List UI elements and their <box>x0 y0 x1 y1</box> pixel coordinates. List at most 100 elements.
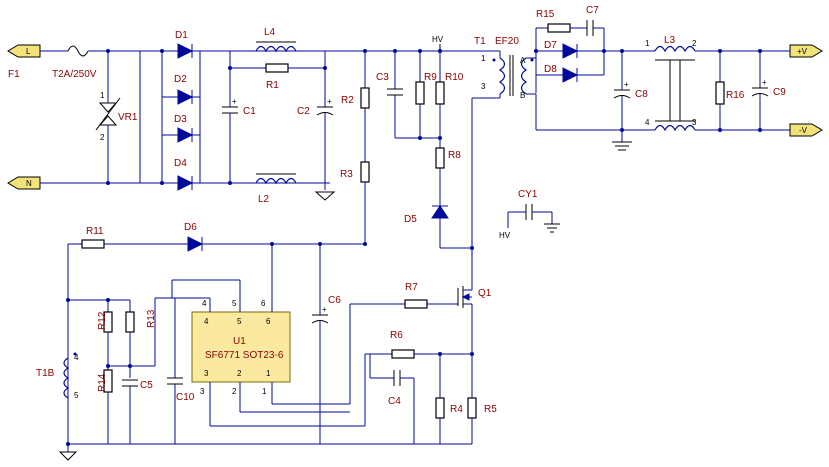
diode-D5 <box>431 205 449 219</box>
resistor-R10 <box>435 81 445 105</box>
svg-text:4: 4 <box>204 317 209 326</box>
svg-text:+: + <box>762 78 767 87</box>
label-C1: C1 <box>243 106 256 117</box>
label-R8: R8 <box>448 150 461 161</box>
svg-text:2: 2 <box>237 369 242 378</box>
svg-text:5: 5 <box>237 317 242 326</box>
svg-text:1: 1 <box>100 91 105 100</box>
transformer-T1B <box>63 357 70 399</box>
label-VR1: VR1 <box>118 112 138 123</box>
label-C6: C6 <box>328 295 341 306</box>
svg-text:A: A <box>520 56 526 65</box>
connector-minus-v: -V <box>789 123 823 137</box>
resistor-R16 <box>715 81 725 105</box>
net-HV-top: HV <box>432 35 444 44</box>
label-fuse-rating: T2A/250V <box>52 69 97 80</box>
svg-text:1: 1 <box>262 387 267 396</box>
svg-text:2: 2 <box>232 387 237 396</box>
diode-D4 <box>177 175 194 191</box>
label-U1-part: SF6771 SOT23-6 <box>205 350 284 361</box>
label-R15: R15 <box>536 9 555 20</box>
label-R2: R2 <box>341 95 354 106</box>
resistor-R4 <box>435 397 445 419</box>
inductor-L3-top <box>654 45 696 53</box>
label-U1: U1 <box>233 336 246 347</box>
svg-text:5: 5 <box>232 299 237 308</box>
label-D6: D6 <box>184 222 197 233</box>
label-R7: R7 <box>405 282 418 293</box>
svg-text:3: 3 <box>692 118 697 127</box>
svg-text:1: 1 <box>481 54 486 63</box>
resistor-R7 <box>404 299 428 309</box>
connector-plus-v: +V <box>789 44 823 58</box>
svg-text:6: 6 <box>261 299 266 308</box>
label-D8: D8 <box>544 64 557 75</box>
svg-text:3: 3 <box>204 369 209 378</box>
label-EF20: EF20 <box>495 36 519 47</box>
resistor-R13 <box>125 311 135 333</box>
resistor-R6 <box>391 349 415 359</box>
inductor-L3-bottom <box>654 124 696 132</box>
svg-text:4: 4 <box>74 353 79 362</box>
label-C5: C5 <box>140 380 153 391</box>
inductor-L2 <box>255 177 297 185</box>
fuse-F1-symbol <box>67 45 89 57</box>
svg-text:+: + <box>322 305 327 314</box>
svg-text:+: + <box>232 97 237 106</box>
svg-text:3: 3 <box>200 387 205 396</box>
label-R16: R16 <box>726 90 745 101</box>
label-R9: R9 <box>424 72 437 83</box>
svg-text:5: 5 <box>74 391 79 400</box>
label-C4: C4 <box>388 396 401 407</box>
label-C2: C2 <box>297 106 310 117</box>
label-C8: C8 <box>635 89 648 100</box>
label-R1: R1 <box>266 80 279 91</box>
svg-text:B: B <box>520 91 525 100</box>
label-C3: C3 <box>376 72 389 83</box>
label-R6: R6 <box>390 330 403 341</box>
svg-text:+: + <box>327 97 332 106</box>
svg-text:3: 3 <box>481 82 486 91</box>
resistor-R5 <box>467 397 477 419</box>
label-F1: F1 <box>8 69 20 80</box>
svg-text:4: 4 <box>645 118 650 127</box>
svg-text:2: 2 <box>692 39 697 48</box>
svg-text:-V: -V <box>799 126 808 135</box>
label-T1B: T1B <box>36 368 55 379</box>
label-R12: R12 <box>97 311 108 330</box>
svg-text:4: 4 <box>202 299 207 308</box>
resistor-R8 <box>435 147 445 169</box>
svg-text:+V: +V <box>797 47 808 56</box>
ground-aux <box>58 451 78 461</box>
connector-N: N <box>7 176 41 190</box>
svg-text:2: 2 <box>100 133 105 142</box>
label-D5: D5 <box>404 214 417 225</box>
diode-D7 <box>562 43 579 59</box>
svg-text:L: L <box>26 47 31 56</box>
label-R4: R4 <box>450 404 463 415</box>
net-HV-cy: HV <box>499 231 511 240</box>
label-Q1: Q1 <box>478 288 492 299</box>
label-D7: D7 <box>544 40 557 51</box>
ground-primary <box>314 191 336 201</box>
connector-L: L <box>7 44 41 58</box>
label-T1: T1 <box>474 36 486 47</box>
diode-D2 <box>162 89 200 105</box>
label-C10: C10 <box>176 392 195 403</box>
label-R3: R3 <box>340 169 353 180</box>
inductor-L4 <box>255 45 297 53</box>
label-R10: R10 <box>445 72 464 83</box>
label-L3: L3 <box>664 35 676 46</box>
label-R11: R11 <box>86 226 104 237</box>
svg-text:N: N <box>26 179 32 188</box>
resistor-R2 <box>360 87 370 109</box>
svg-text:6: 6 <box>266 317 271 326</box>
label-D4: D4 <box>174 158 187 169</box>
svg-text:1: 1 <box>645 39 650 48</box>
label-R13: R13 <box>146 309 157 328</box>
label-CY1: CY1 <box>518 189 538 200</box>
diode-D8 <box>562 67 579 83</box>
diode-D3 <box>162 127 200 143</box>
